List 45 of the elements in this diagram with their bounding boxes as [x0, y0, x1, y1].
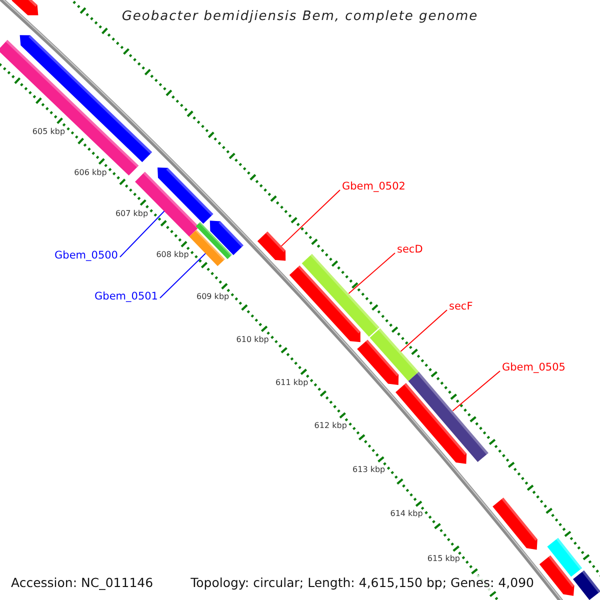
gene-bar	[189, 230, 225, 266]
leader-line	[280, 190, 340, 247]
gene-bar	[0, 40, 139, 176]
gene-bar	[547, 538, 582, 577]
leader-line	[452, 370, 500, 412]
gene-bar	[12, 0, 38, 16]
gene-bar	[257, 232, 286, 261]
gene-label: secF	[449, 300, 473, 314]
gene-label: Gbem_0501	[94, 290, 158, 304]
scale-label: 615 kbp	[427, 554, 460, 564]
gene-bar	[302, 254, 380, 337]
gene-label: Gbem_0500	[54, 250, 118, 262]
scale-label: 607 kbp	[115, 208, 148, 219]
gene-bar	[396, 383, 467, 464]
scale-label: 610 kbp	[236, 334, 269, 345]
gene-bar	[539, 555, 574, 596]
gene-bar	[370, 328, 419, 382]
scale-label: 613 kbp	[352, 464, 386, 475]
gene-bar	[492, 498, 538, 550]
gene-bar	[20, 35, 152, 162]
scale-label: 611 kbp	[276, 378, 308, 388]
gene-bar	[289, 266, 360, 342]
genome-info: Topology: circular; Length: 4,615,150 bp; Genes: 4,090	[188, 575, 536, 591]
scale-label: 612 kbp	[314, 420, 347, 431]
leader-line	[120, 210, 165, 258]
gene-bar	[357, 340, 399, 385]
gene-bar	[573, 570, 600, 600]
gene-bar	[135, 172, 200, 237]
leader-line	[348, 252, 396, 294]
leader-line	[400, 310, 448, 352]
scale-label: 605 kbp	[32, 127, 66, 138]
gene-bar	[210, 220, 244, 256]
gene-bar	[158, 168, 214, 224]
gene-label: Gbem_0505	[502, 362, 566, 374]
gene-bar	[196, 222, 232, 260]
chart-title: Geobacter bemidjiensis Bem, complete genome	[122, 9, 478, 25]
scale-label: 614 kbp	[390, 509, 423, 520]
scale-label: 609 kbp	[196, 292, 230, 302]
gene-bar	[408, 372, 488, 462]
leader-line	[160, 252, 206, 298]
scale-label: 606 kbp	[74, 168, 107, 178]
gene-label: secD	[397, 244, 423, 256]
gene-label: Gbem_0502	[342, 180, 406, 194]
scale-label: 608 kbp	[156, 250, 189, 260]
genome-info: Accession: NC_011146	[9, 575, 156, 591]
